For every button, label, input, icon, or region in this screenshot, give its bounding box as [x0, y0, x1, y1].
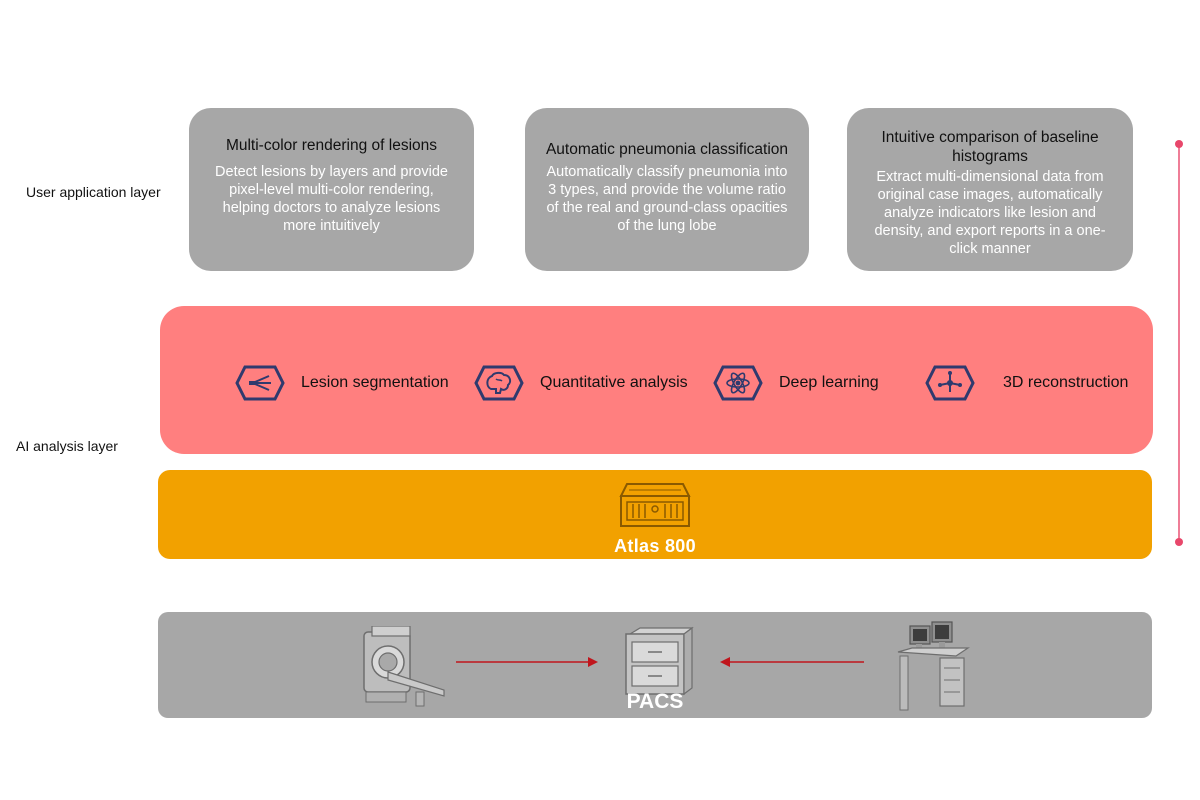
ai-item-quantitative-analysis: Quantitative analysis [474, 365, 688, 401]
atlas-label: Atlas 800 [614, 536, 696, 556]
card-title: Intuitive comparison of baseline histogr… [881, 129, 1099, 165]
server-icon [619, 483, 691, 527]
pacs-panel: PACS [158, 612, 1152, 718]
atom-icon [713, 365, 763, 401]
network-icon [925, 365, 975, 401]
atlas-panel: Atlas 800 [158, 470, 1152, 559]
ai-analysis-layer-label: AI analysis layer [16, 438, 118, 454]
card-description: Extract multi-dimensional data from orig… [874, 169, 1106, 257]
ct-scanner-icon [363, 626, 445, 707]
segmentation-icon [235, 365, 285, 401]
ai-analysis-panel: Lesion segmentation Quantitative analysi… [160, 306, 1153, 454]
card-baseline-histograms: Intuitive comparison of baseline histogr… [847, 108, 1133, 271]
arrow-from-workstation-icon [720, 657, 864, 667]
ai-item-label: Quantitative analysis [540, 374, 688, 391]
card-description: Automatically classify pneumonia into 3 … [546, 164, 788, 234]
card-description: Detect lesions by layers and provide pix… [215, 164, 448, 234]
ai-item-3d-reconstruction: 3D reconstruction [925, 365, 1128, 401]
user-application-layer-label: User application layer [26, 184, 161, 200]
brain-icon [474, 365, 524, 401]
ai-item-label: Deep learning [779, 374, 879, 391]
ai-item-lesion-segmentation: Lesion segmentation [235, 365, 449, 401]
workstation-icon [897, 621, 970, 711]
card-title: Automatic pneumonia classification [545, 141, 789, 158]
card-title: Multi-color rendering of lesions [225, 137, 438, 154]
ai-item-deep-learning: Deep learning [713, 365, 879, 401]
storage-cabinet-icon [625, 626, 694, 696]
card-pneumonia-classification: Automatic pneumonia classification Autom… [525, 108, 809, 271]
ai-item-label: 3D reconstruction [1003, 374, 1129, 391]
pacs-label: PACS [626, 690, 684, 713]
layer-span-line [1175, 140, 1183, 546]
arrow-to-pacs-icon [456, 657, 598, 667]
card-multi-color-rendering: Multi-color rendering of lesions Detect … [189, 108, 474, 271]
ai-item-label: Lesion segmentation [301, 374, 449, 391]
